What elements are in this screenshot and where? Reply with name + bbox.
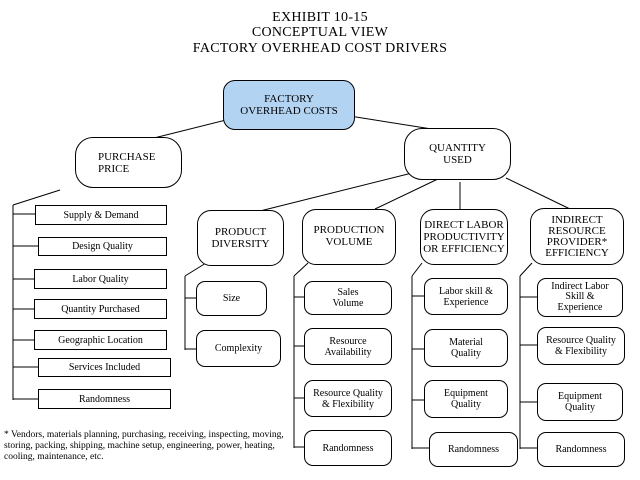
product-diversity-item-label: Size: [222, 293, 241, 304]
node-production-volume: PRODUCTION VOLUME: [302, 209, 396, 265]
production-volume-item-label: Randomness: [322, 442, 374, 454]
direct-labor-item: Material Quality: [424, 329, 508, 367]
product-diversity-label: PRODUCT DIVERSITY: [211, 226, 270, 250]
production-volume-item: Randomness: [304, 430, 392, 466]
indirect-resource-item: Randomness: [537, 432, 625, 467]
purchase-item-label: Randomness: [78, 393, 131, 405]
title-line-3: FACTORY OVERHEAD COST DRIVERS: [192, 41, 448, 56]
purchase-item: Quantity Purchased: [34, 299, 167, 319]
purchase-item: Labor Quality: [34, 269, 167, 289]
direct-labor-item-label: Material Quality: [449, 337, 483, 359]
purchase-item-label: Geographic Location: [58, 334, 143, 346]
production-volume-item: Sales Volume: [304, 281, 392, 315]
root-node-factory-overhead-costs: FACTORY OVERHEAD COSTS: [223, 80, 355, 130]
direct-labor-item: Randomness: [429, 432, 518, 467]
node-quantity-used: QUANTITY USED: [404, 128, 511, 180]
node-purchase-price: PURCHASE PRICE: [75, 137, 182, 188]
indirect-resource-item: Indirect Labor Skill & Experience: [537, 278, 623, 317]
indirect-resource-item-label: Indirect Labor Skill & Experience: [551, 280, 609, 313]
indirect-resource-item-label: Randomness: [555, 444, 607, 455]
purchase-item-label: Services Included: [68, 362, 141, 373]
direct-labor-item-label: Labor skill & Experience: [439, 285, 493, 308]
indirect-resource-label: INDIRECT RESOURCE PROVIDER* EFFICIENCY: [545, 213, 609, 259]
purchase-item-label: Labor Quality: [72, 273, 129, 285]
indirect-resource-item-label: Equipment Quality: [558, 391, 602, 413]
purchase-item: Randomness: [38, 389, 171, 409]
root-node-label: FACTORY OVERHEAD COSTS: [240, 93, 338, 117]
purchase-item: Supply & Demand: [35, 205, 167, 225]
production-volume-item-label: Resource Availability: [324, 335, 372, 358]
production-volume-item: Resource Availability: [304, 328, 392, 365]
direct-labor-item: Labor skill & Experience: [424, 278, 508, 315]
production-volume-item-label: Resource Quality & Flexibility: [313, 387, 383, 410]
node-indirect-resource: INDIRECT RESOURCE PROVIDER* EFFICIENCY: [530, 208, 624, 265]
product-diversity-item: Complexity: [196, 330, 281, 367]
purchase-item: Design Quality: [38, 237, 167, 256]
node-direct-labor: DIRECT LABOR PRODUCTIVITY OR EFFICIENCY: [420, 209, 508, 265]
production-volume-item-label: Sales Volume: [332, 287, 364, 309]
direct-labor-label: DIRECT LABOR PRODUCTIVITY OR EFFICIENCY: [423, 219, 505, 255]
purchase-item: Services Included: [38, 358, 171, 377]
purchase-item-label: Supply & Demand: [63, 209, 139, 221]
direct-labor-item-label: Equipment Quality: [444, 388, 488, 410]
node-product-diversity: PRODUCT DIVERSITY: [197, 210, 284, 266]
purchase-price-label: PURCHASE PRICE: [98, 150, 156, 175]
direct-labor-item: Equipment Quality: [424, 380, 508, 418]
purchase-item-label: Design Quality: [72, 241, 133, 252]
product-diversity-item-label: Complexity: [214, 343, 263, 354]
purchase-item: Geographic Location: [34, 330, 167, 350]
quantity-used-label: QUANTITY USED: [429, 142, 486, 166]
title-line-2: CONCEPTUAL VIEW: [251, 25, 389, 40]
direct-labor-item-label: Randomness: [447, 444, 500, 455]
indirect-resource-item: Resource Quality & Flexibility: [537, 327, 625, 365]
footnote: * Vendors, materials planning, purchasin…: [4, 430, 284, 462]
production-volume-item: Resource Quality & Flexibility: [304, 380, 392, 417]
indirect-resource-item-label: Resource Quality & Flexibility: [546, 335, 616, 357]
production-volume-label: PRODUCTION VOLUME: [313, 224, 385, 248]
purchase-item-label: Quantity Purchased: [61, 303, 140, 315]
product-diversity-item: Size: [196, 281, 267, 316]
title-line-1: EXHIBIT 10-15: [272, 10, 368, 25]
indirect-resource-item: Equipment Quality: [537, 383, 623, 421]
